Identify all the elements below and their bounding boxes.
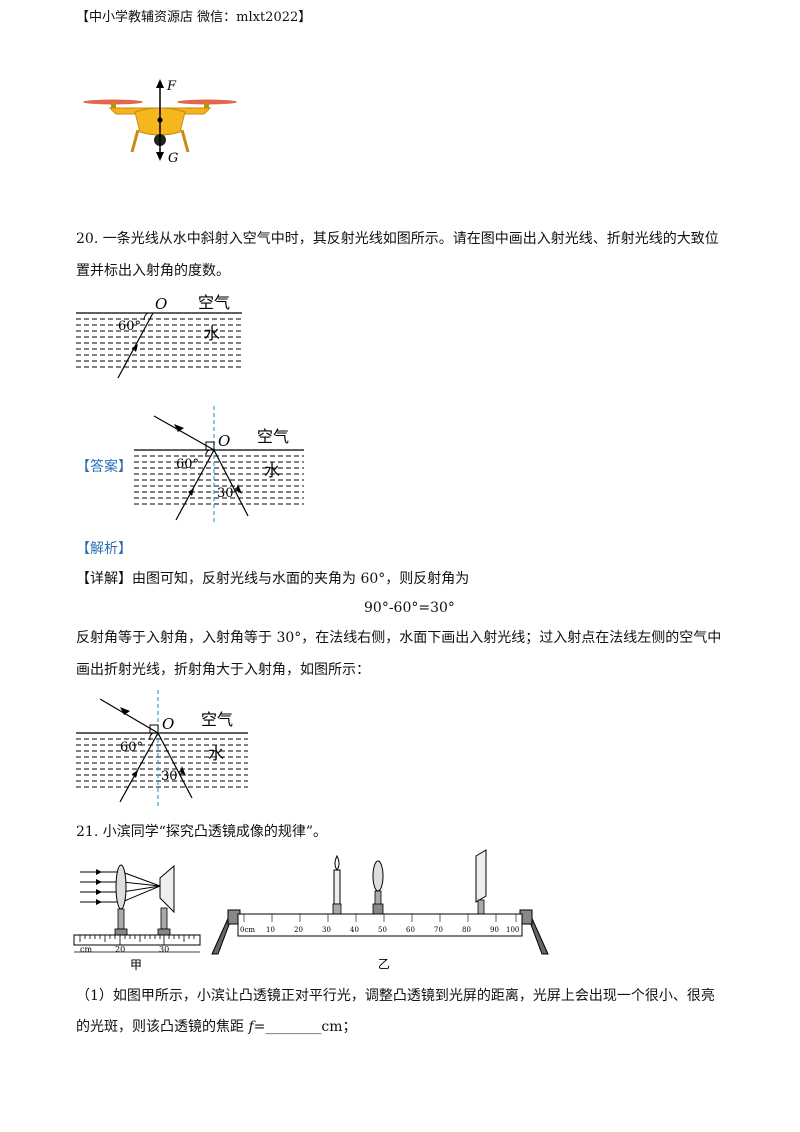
analysis-para-line2: 画出折射光线，折射角大于入射角，如图所示：: [76, 662, 370, 678]
yi-tick-40: 40: [350, 926, 359, 934]
convex-lens: [372, 860, 384, 892]
light-screen: [475, 849, 487, 903]
analysis-label: 【解析】: [76, 541, 132, 557]
yi-tick-70: 70: [434, 926, 443, 934]
reflected-ray: [117, 312, 154, 379]
q21-part1-line1: （1）如图甲所示，小滨让凸透镜正对平行光，调整凸透镜到光屏的距离，光屏上会出现一…: [76, 988, 715, 1004]
yi-tick-10: 10: [266, 926, 275, 934]
analysis-angle-30: 30°: [161, 769, 184, 784]
q20-air-label: 空气: [198, 293, 230, 312]
part1-blank: =________cm；: [253, 1019, 357, 1035]
jia-tick-20: 20: [115, 945, 125, 954]
jia-tick-30: 30: [159, 945, 169, 954]
drone-figure: F G: [83, 79, 237, 166]
answer-angle-30: 30°: [217, 486, 240, 501]
incident-ray: [213, 449, 249, 517]
jia-tick-cm: cm: [80, 945, 92, 954]
yi-tick-90: 90: [490, 926, 499, 934]
answer-point-o: O: [218, 432, 230, 450]
page-header: 【中小学教辅资源店 微信：mlxt2022】: [76, 10, 312, 25]
analysis-para-line1: 反射角等于入射角，入射角等于 30°，在法线右侧，水面下画出入射光线；过入射点在…: [76, 630, 722, 646]
q20-text-line2: 置并标出入射角的度数。: [76, 263, 230, 279]
convex-lens: [115, 864, 127, 910]
analysis-figure: O 空气 水 60° 30°: [76, 690, 248, 808]
analysis-water-label: 水: [208, 744, 224, 763]
q20-figure: O 空气 水 60°: [76, 293, 242, 379]
candle: [333, 869, 341, 905]
q20-point-o: O: [155, 295, 167, 313]
force-g-label: G: [168, 151, 178, 166]
q20-text-line1: 20. 一条光线从水中斜射入空气中时，其反射光线如图所示。请在图中画出入射光线、…: [76, 231, 719, 247]
light-screen: [159, 864, 175, 914]
answer-water-label: 水: [264, 461, 280, 480]
force-f-label: F: [166, 79, 177, 94]
detail-text: 由图可知，反射光线与水面的夹角为 60°，则反射角为: [132, 571, 470, 587]
answer-air-label: 空气: [257, 427, 289, 446]
answer-angle-60: 60°: [176, 457, 199, 472]
analysis-air-label: 空气: [201, 710, 233, 729]
analysis-angle-60: 60°: [120, 740, 143, 755]
q21-part1-line2: 的光斑，则该凸透镜的焦距 f=________cm；: [76, 1017, 357, 1037]
answer-figure: O 空气 水 60° 30°: [134, 406, 304, 524]
reflected-ray: [175, 449, 215, 521]
q20-water-label: 水: [204, 324, 220, 343]
focal-symbol: f: [248, 1019, 254, 1035]
fig-yi-label: 乙: [378, 957, 390, 971]
detail-label: 【详解】: [76, 571, 132, 587]
incident-ray: [157, 732, 193, 799]
analysis-point-o: O: [162, 715, 174, 733]
reflected-ray: [119, 732, 159, 803]
q20-angle-label: 60°: [118, 319, 141, 334]
q21-title: 21. 小滨同学“探究凸透镜成像的规律”。: [76, 824, 328, 840]
refracted-ray: [99, 698, 159, 734]
yi-tick-100: 100: [506, 926, 519, 934]
yi-tick-60: 60: [406, 926, 415, 934]
fig-jia-label: 甲: [130, 958, 142, 972]
yi-tick-80: 80: [462, 926, 471, 934]
equation: 90°-60°=30°: [364, 600, 455, 616]
yi-tick-20: 20: [294, 926, 303, 934]
optical-bench-ruler: [237, 913, 523, 937]
yi-tick-30: 30: [322, 926, 331, 934]
q21-figure-yi: 0cm 10 20 30 40 50 60 70 80 90 100 乙: [211, 849, 549, 971]
detail-line: 【详解】由图可知，反射光线与水面的夹角为 60°，则反射角为: [76, 569, 469, 589]
yi-tick-0: 0cm: [240, 926, 255, 934]
yi-tick-50: 50: [378, 926, 387, 934]
refracted-ray: [153, 415, 215, 451]
water-dashes: [76, 318, 242, 368]
answer-label: 【答案】: [76, 459, 132, 475]
part1-prefix: 的光斑，则该凸透镜的焦距: [76, 1019, 249, 1035]
q21-figure-jia: cm 20 30 甲: [73, 864, 201, 972]
